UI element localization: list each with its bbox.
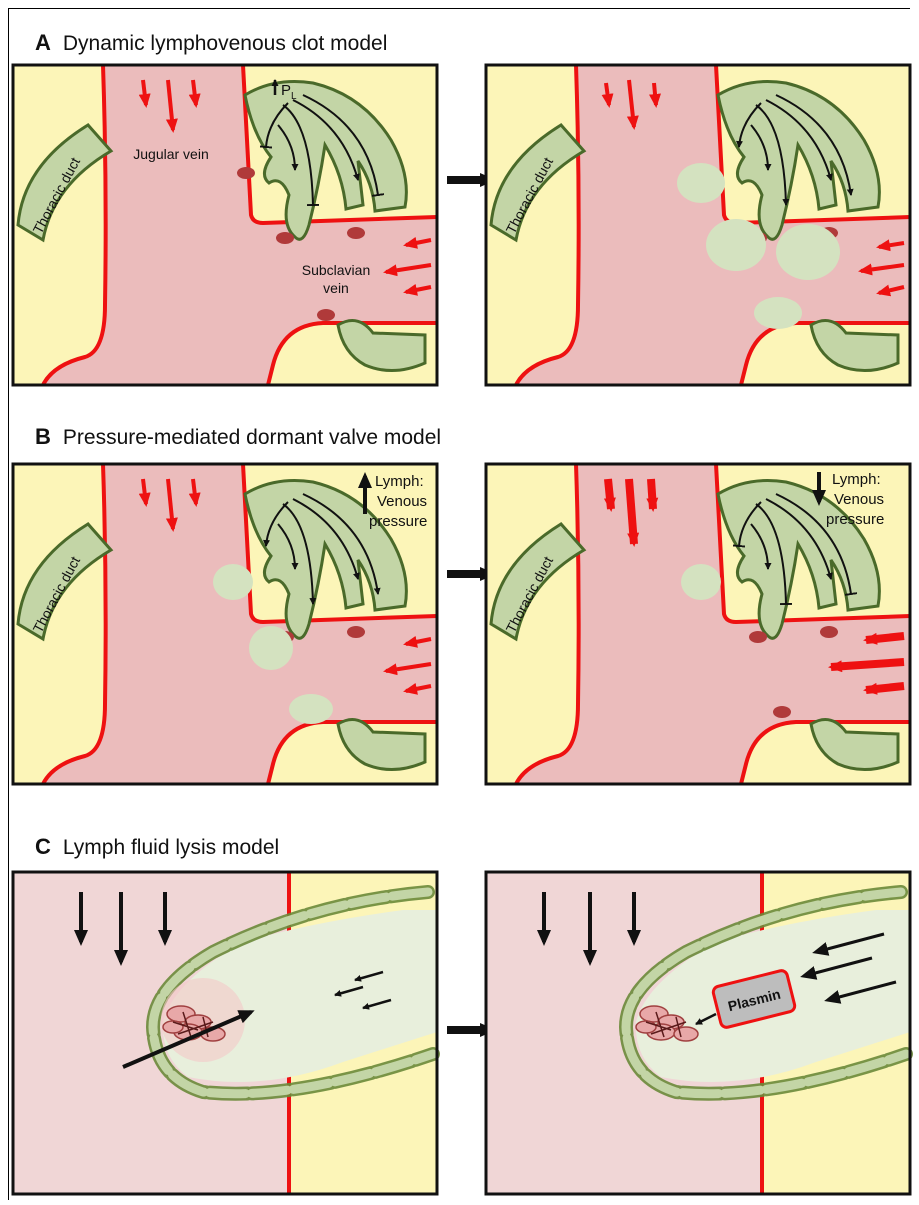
dormant-valve-clot [249, 626, 293, 670]
pressure-label: pressure [826, 511, 884, 528]
flow-arrow-icon [651, 479, 653, 509]
venous-label: Venous [377, 493, 427, 510]
subclavian-label-line1: Subclavian [302, 262, 371, 278]
venous-label: Venous [834, 491, 884, 508]
dormant-valve-clot [289, 694, 333, 724]
lymphovenous-clot [776, 224, 840, 280]
pressure-label: pressure [369, 513, 427, 530]
jugular-vein-label: Jugular vein [133, 146, 209, 162]
valve-tip [317, 309, 335, 321]
valve-tip [237, 167, 255, 179]
panel-c-after: Plasmin [486, 872, 910, 1194]
panel-b-before: Lymph: Venous pressure Thoracic duct [13, 464, 437, 784]
lymph-label: Lymph: [375, 473, 424, 490]
subclavian-label-line2: vein [323, 280, 349, 296]
dormant-valve-clot [681, 564, 721, 600]
panel-a-before: PL Jugular vein Subclavian vein Thoracic… [13, 65, 437, 385]
lymph-label: Lymph: [832, 471, 881, 488]
flow-arrow-icon [629, 479, 634, 544]
flow-arrow-icon [608, 479, 611, 509]
panel-a-after: Thoracic duct [486, 65, 910, 385]
lymphovenous-clot [706, 219, 766, 271]
lymphovenous-clot [677, 163, 725, 203]
flow-arrow-icon [866, 636, 904, 640]
flow-arrow-icon [654, 83, 656, 105]
valve-tip [773, 706, 791, 718]
panel-c-before [13, 872, 437, 1194]
panel-b-after: Lymph: Venous pressure Thoracic duct [486, 464, 910, 784]
dormant-valve-clot [213, 564, 253, 600]
flow-arrow-icon [866, 686, 904, 690]
lymphovenous-clot [754, 297, 802, 329]
flow-arrow-icon [831, 662, 904, 667]
